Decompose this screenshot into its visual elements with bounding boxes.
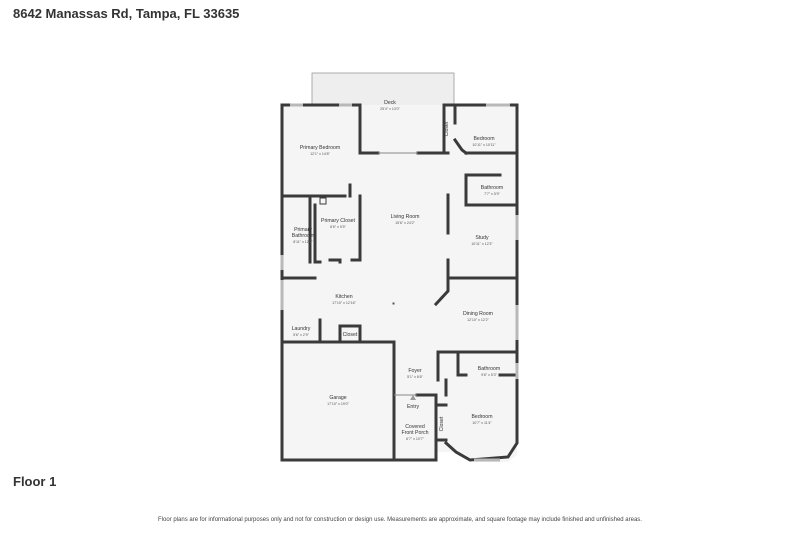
room-label-primary-bedroom: Primary Bedroom — [300, 145, 340, 151]
room-label-bathroom-ne: Bathroom — [481, 185, 504, 191]
floor-label: Floor 1 — [13, 474, 57, 489]
room-dims-dining-room: 12'10" x 12'2" — [467, 318, 489, 322]
room-label-garage: Garage — [329, 395, 346, 401]
room-label-kitchen: Kitchen — [335, 294, 352, 300]
room-label-closet-se: Closet — [439, 416, 445, 431]
primary-closet-shelf — [319, 197, 327, 205]
room-dims-kitchen: 17'10" x 12'16" — [332, 301, 356, 305]
room-dims-bedroom-ne: 10'11" x 10'11" — [472, 143, 496, 147]
room-label-closet-ne: Closet — [444, 121, 450, 136]
room-dims-primary-bedroom: 12'1" x 14'8" — [310, 152, 330, 156]
room-label-bathroom-se: Bathroom — [478, 366, 501, 372]
room-dims-bedroom-se: 10'7" x 11'4" — [472, 421, 492, 425]
room-label-dining-room: Dining Room — [463, 311, 493, 317]
entry-arrow-icon — [410, 395, 416, 400]
room-label-bedroom-se: Bedroom — [471, 414, 492, 420]
room-dims-primary-closet: 6'6" x 9'5" — [330, 225, 346, 229]
room-label-closet-kitchen: Closet — [343, 332, 358, 338]
room-dims-porch: 6'7" x 10'7" — [406, 437, 424, 441]
interior-walls — [280, 103, 519, 462]
room-dims-bathroom-ne: 7'7" x 5'9" — [484, 192, 500, 196]
room-label-primary-bathroom-2: Bathroom — [292, 233, 315, 239]
room-label-foyer: Foyer — [408, 368, 422, 374]
room-label-porch-2: Front Porch — [401, 430, 428, 436]
windows — [280, 103, 519, 462]
room-label-laundry: Laundry — [292, 326, 311, 332]
column-marker — [392, 302, 395, 305]
room-dims-laundry: 5'6" x 2'9" — [293, 333, 309, 337]
room-dims-foyer: 5'1" x 6'6" — [407, 375, 423, 379]
room-label-bedroom-ne: Bedroom — [473, 136, 494, 142]
room-label-deck: Deck — [384, 100, 396, 106]
room-label-living-room: Living Room — [391, 214, 420, 220]
room-dims-garage: 17'10" x 19'0" — [327, 402, 349, 406]
room-dims-deck: 25'4" x 13'0" — [380, 107, 400, 111]
room-dims-primary-bathroom: 8'11" x 12'5" — [293, 240, 313, 244]
room-label-entry: Entry — [407, 404, 420, 410]
room-dims-study: 10'11" x 12'3" — [471, 242, 493, 246]
disclaimer-text: Floor plans are for informational purpos… — [158, 517, 642, 523]
room-label-study: Study — [475, 235, 489, 241]
room-label-primary-bathroom-1: Primary — [294, 227, 312, 233]
room-label-primary-closet: Primary Closet — [321, 218, 356, 224]
room-label-porch-1: Covered — [405, 424, 425, 430]
house-floor — [282, 105, 517, 462]
room-dims-living-room: 15'6" x 24'2" — [395, 221, 415, 225]
page-title-address: 8642 Manassas Rd, Tampa, FL 33635 — [13, 6, 240, 21]
room-dims-bathroom-se: 9'6" x 5'3" — [481, 373, 497, 377]
